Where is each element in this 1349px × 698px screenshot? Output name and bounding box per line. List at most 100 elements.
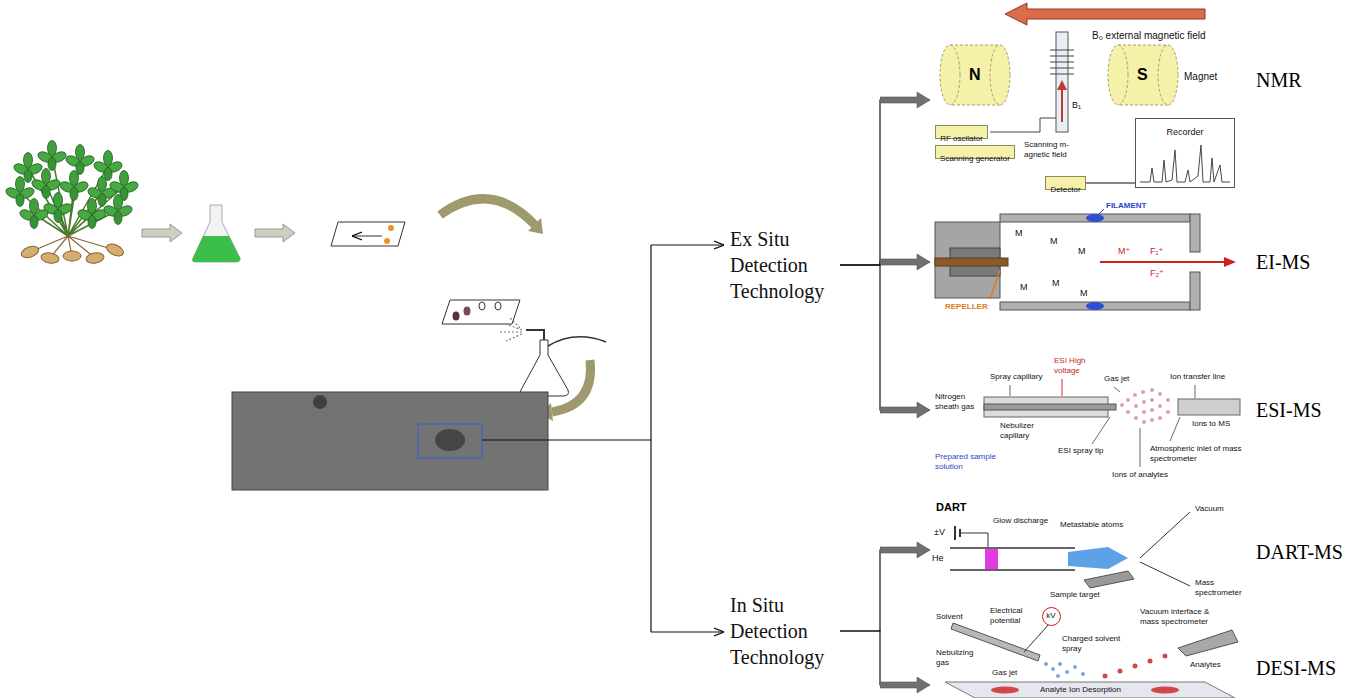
text-slot: Nitrogen sheath gas [935, 392, 979, 412]
desi-source-illustration [1151, 687, 1179, 694]
box-label: Scanning generator [940, 154, 1010, 164]
technique-label: ESI-MS [1256, 398, 1322, 423]
peanut-plant [18, 199, 49, 229]
dart-source-illustration [954, 526, 956, 540]
tlc-plate [388, 225, 394, 231]
technique-label: DART-MS [1256, 540, 1343, 565]
tlc-plate [331, 222, 405, 246]
dart-source-illustration [950, 512, 1190, 588]
peanut-plant [85, 252, 104, 265]
text-slot: FILAMENT [1106, 201, 1146, 211]
branch-lines [651, 631, 724, 632]
technique-panel: NMRB₀ external magnetic fieldMagnetNSB₁S… [930, 0, 1345, 196]
text-slot: M [1050, 236, 1058, 247]
extract-flask [192, 236, 240, 262]
esi-source-illustration [984, 379, 1240, 467]
text-slot: Analyte Ion Desorption [1040, 685, 1121, 695]
text-slot: S [1137, 65, 1148, 85]
branch-heading: Ex Situ Detection Technology [730, 226, 840, 304]
extract-flask [192, 205, 240, 262]
text-slot: ESI spray tip [1058, 446, 1103, 456]
branch-label: In Situ Detection Technology [730, 592, 840, 670]
instrument-box: Scanning generator [935, 145, 1015, 159]
part-label: Nebulizing gas [936, 648, 982, 668]
developed-plate [418, 424, 482, 458]
esi-source-illustration [1158, 392, 1162, 396]
branch-lines [482, 245, 724, 632]
nmr-illustration [1005, 3, 1205, 25]
text-slot: Nebulizer capillary [1000, 421, 1048, 441]
technique-panel: DESI-MSSolventElectrical potentialNebuli… [930, 604, 1345, 698]
text-slot: M⁺ [1118, 246, 1130, 257]
part-label: Vacuum [1195, 504, 1224, 514]
ei-source-illustration [1190, 214, 1200, 252]
part-label: Metastable atoms [1060, 520, 1123, 530]
part-label: ESI spray tip [1058, 446, 1103, 456]
text-slot: Mass spectrometer [1195, 578, 1251, 598]
part-label: Nitrogen sheath gas [935, 392, 979, 412]
text-slot: Atmospheric inlet of mass spectrometer [1150, 444, 1244, 464]
desi-source-illustration [991, 687, 1019, 694]
peanut-plant [63, 251, 81, 261]
peanut-plant [64, 145, 95, 175]
esi-source-illustration [1150, 388, 1154, 392]
connector-arrow [840, 100, 930, 265]
esi-source-illustration [1133, 393, 1137, 397]
ei-source-illustration [1190, 272, 1200, 310]
desi-source-illustration [1081, 672, 1085, 676]
technique-label: EI-MS [1256, 250, 1310, 275]
sprayer [500, 318, 522, 341]
desi-source-illustration [1051, 667, 1055, 671]
nmr-illustration [940, 3, 1230, 182]
esi-source-illustration [1150, 398, 1154, 402]
nmr-illustration [990, 45, 1010, 105]
extract-flask [192, 205, 240, 262]
text-slot: Glow discharge [993, 516, 1048, 526]
dart-source-illustration [1068, 547, 1128, 569]
text-slot: Spray capillary [990, 372, 1042, 382]
part-label: S [1137, 65, 1148, 85]
text-slot: N [969, 65, 981, 85]
nmr-illustration [1050, 50, 1074, 74]
part-label: Electrical potential [990, 606, 1036, 626]
tlc-plate [384, 238, 390, 244]
ei-source-illustration [1224, 257, 1236, 267]
part-label: Ions to MS [1192, 419, 1230, 429]
part-label: M [1052, 278, 1060, 289]
stained-plate [442, 300, 520, 324]
ei-source-illustration [1000, 214, 1190, 222]
part-label: F₁⁺ [1150, 246, 1163, 257]
nmr-illustration [1061, 88, 1063, 122]
technique-label: DESI-MS [1256, 656, 1336, 681]
ei-source-illustration [1086, 214, 1104, 222]
part-label: Ion transfer line [1170, 372, 1225, 382]
part-label: Ions of analytes [1112, 470, 1168, 480]
part-label: Analytes [1190, 660, 1221, 670]
text-slot: Prepared sample solution [935, 452, 1007, 472]
branch-lines [651, 244, 724, 245]
instrument-box: RF oscilator [935, 125, 988, 139]
nmr-illustration [1158, 45, 1178, 105]
ei-source-illustration [990, 270, 1000, 299]
text-slot: Gas jet [1104, 374, 1129, 384]
instrument-box: Detector [1045, 176, 1086, 190]
desi-source-illustration [1103, 654, 1168, 679]
desi-source-illustration [1178, 630, 1238, 656]
curved-arrow [440, 199, 535, 225]
stained-plate [495, 302, 501, 310]
text-slot: M [1020, 282, 1028, 293]
peanut-plant [42, 193, 73, 223]
peanut-plant [40, 252, 59, 265]
branch-lines [482, 245, 651, 632]
esi-source-illustration [1141, 390, 1145, 394]
box-label: RF oscilator [940, 134, 983, 144]
part-label: DART [936, 500, 967, 514]
nmr-illustration [1140, 145, 1230, 182]
nmr-illustration [940, 45, 960, 105]
technique-label: NMR [1256, 68, 1302, 93]
part-label: Gas jet [1104, 374, 1129, 384]
part-label: B₀ external magnetic field [1092, 29, 1206, 42]
text-slot: REPELLER [945, 302, 988, 312]
part-label: Scanning m- agnetic field [1024, 140, 1080, 160]
